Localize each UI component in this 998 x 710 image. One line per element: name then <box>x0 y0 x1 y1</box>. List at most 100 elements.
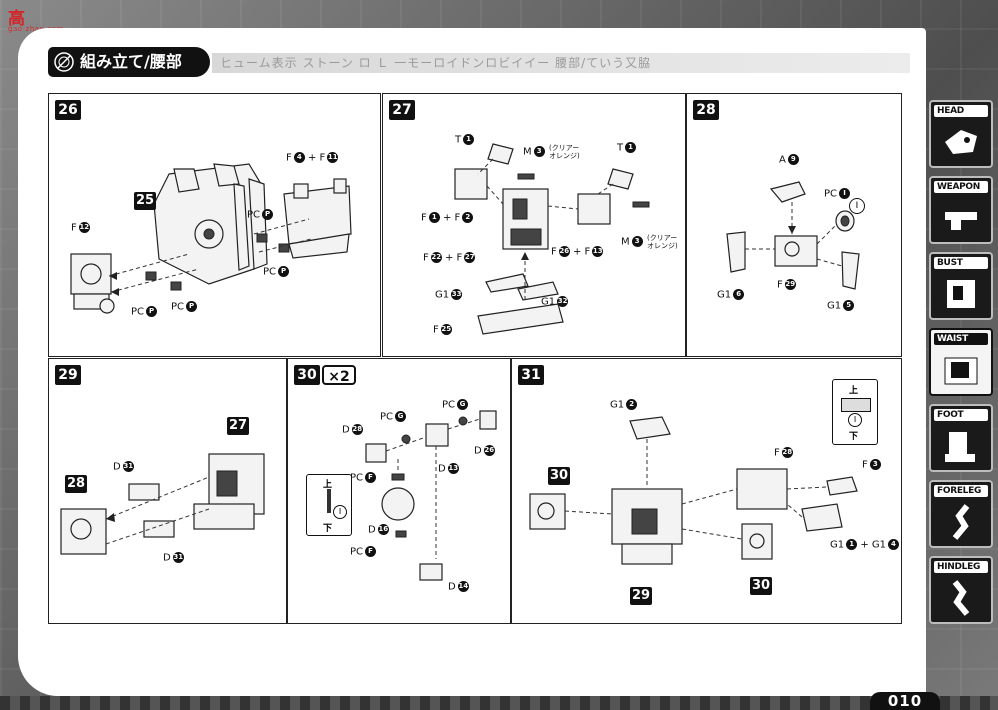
tab-foot[interactable]: FOOT <box>929 404 993 472</box>
step-30-diagram <box>365 410 497 581</box>
tab-waist[interactable]: WAIST <box>929 328 993 396</box>
assembly-29-badge: 29 <box>630 587 652 605</box>
part-color-note: (クリアーオレンジ) <box>549 144 580 160</box>
assembly-30-badge: 30 <box>548 467 570 485</box>
head-icon <box>945 130 977 154</box>
tab-foreleg[interactable]: FORELEG <box>929 480 993 548</box>
foreleg-icon <box>952 504 970 540</box>
step-number: 27 <box>389 100 415 120</box>
section-sidebar: HEAD WEAPON BUST WAIST FOOT FORELEG HIND… <box>929 100 998 630</box>
up-label: 上 <box>323 480 333 490</box>
step-number: 31 <box>518 365 544 385</box>
orientation-marker: I <box>849 198 865 214</box>
assembly-28-badge: 28 <box>65 475 87 493</box>
bottom-border-strip <box>0 696 998 710</box>
logo-url: gao-zhan.com <box>8 25 64 33</box>
bust-icon <box>947 280 975 308</box>
tab-bust[interactable]: BUST <box>929 252 993 320</box>
tab-head[interactable]: HEAD <box>929 100 993 168</box>
part-color-note: (クリアーオレンジ) <box>647 234 678 250</box>
logo-mark: 高 <box>8 9 25 29</box>
weapon-icon <box>945 212 977 230</box>
title-ghost-text: ヒューム表示 ストーン ロ Ｌ 一モーロイドンロビイイー 腰部/ていう又脇 <box>212 53 910 73</box>
orientation-marker: I <box>333 505 347 519</box>
step-29-diagram <box>60 453 265 555</box>
assembly-30-badge: 30 <box>750 577 772 595</box>
down-label: 下 <box>849 432 859 442</box>
step-number: 26 <box>55 100 81 120</box>
up-label: 上 <box>849 386 859 396</box>
site-logo: 高 gao-zhan.com <box>6 4 72 34</box>
waist-icon <box>944 357 978 385</box>
down-label: 下 <box>323 524 333 534</box>
orientation-marker: I <box>848 413 862 427</box>
orientation-callout: 上 I 下 <box>832 379 878 445</box>
tab-label: WAIST <box>934 333 988 345</box>
tab-label: FOOT <box>934 409 988 421</box>
step-number: 28 <box>693 100 719 120</box>
tab-label: WEAPON <box>934 181 988 193</box>
assembly-27-badge: 27 <box>227 417 249 435</box>
step-number: 29 <box>55 365 81 385</box>
compass-icon <box>54 52 74 72</box>
tab-label: BUST <box>934 257 988 269</box>
step-26-diagram <box>70 163 352 314</box>
page-number: 010 <box>870 692 940 710</box>
quantity-multiplier: ×2 <box>322 365 356 385</box>
part-view-shape <box>841 398 871 412</box>
tab-weapon[interactable]: WEAPON <box>929 176 993 244</box>
tab-hindleg[interactable]: HINDLEG <box>929 556 993 624</box>
tab-label: HINDLEG <box>934 561 988 573</box>
foot-icon <box>945 432 975 462</box>
step-27-diagram <box>454 143 650 335</box>
orientation-callout: 上 I 下 <box>306 474 352 536</box>
step-31-diagram <box>529 416 858 565</box>
tab-label: HEAD <box>934 105 988 117</box>
assembly-25-badge: 25 <box>134 192 156 210</box>
section-title: 組み立て/腰部 <box>80 52 182 71</box>
pin-shape <box>327 489 331 513</box>
step-number: 30 <box>294 365 320 385</box>
step-28-diagram <box>726 181 860 290</box>
hindleg-icon <box>952 580 970 616</box>
